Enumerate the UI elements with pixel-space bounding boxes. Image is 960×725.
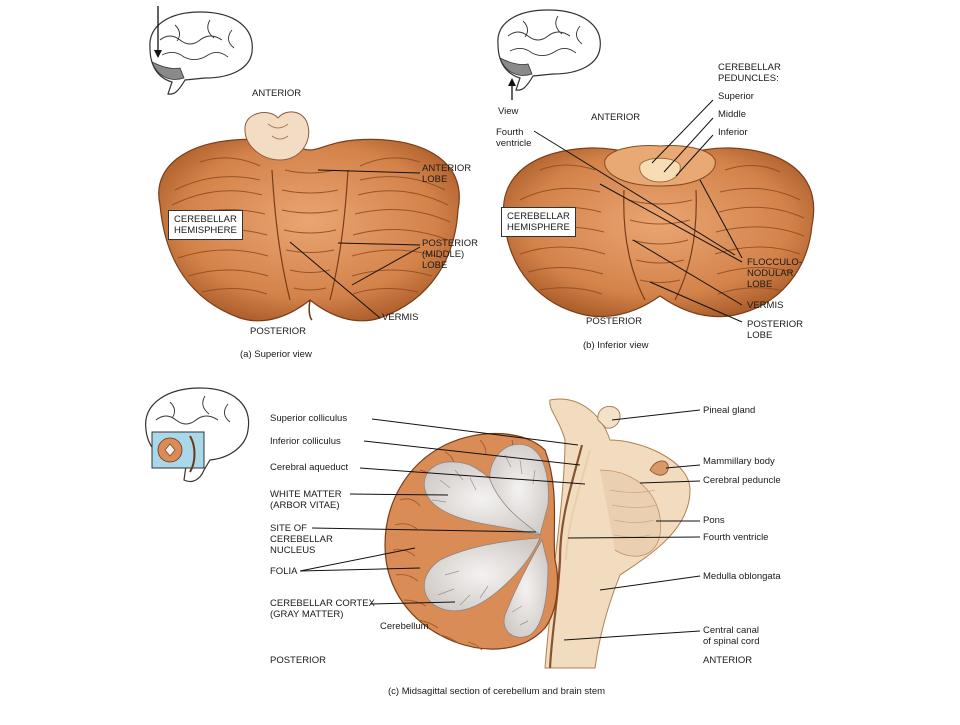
- central-canal-label: Central canal of spinal cord: [703, 625, 760, 647]
- inferior-colliculus-label: Inferior colliculus: [270, 436, 341, 447]
- posterior-middle-lobe-label: POSTERIOR (MIDDLE) LOBE: [422, 238, 478, 271]
- anterior-label-a: ANTERIOR: [252, 88, 302, 99]
- anterior-label-b: ANTERIOR: [591, 112, 641, 123]
- cerebellar-cortex-label: CEREBELLAR CORTEX (GRAY MATTER): [270, 598, 375, 620]
- white-matter-label: WHITE MATTER (ARBOR VITAE): [270, 489, 342, 511]
- anterior-label-c: ANTERIOR: [703, 655, 753, 666]
- cerebral-aqueduct-label: Cerebral aqueduct: [270, 462, 349, 473]
- posterior-label-c: POSTERIOR: [270, 655, 326, 666]
- posterior-label-a: POSTERIOR: [250, 326, 306, 337]
- pineal-gland-label: Pineal gland: [703, 405, 756, 416]
- peduncles-title: CEREBELLAR PEDUNCLES:: [718, 62, 781, 84]
- cerebellar-hemisphere-box-b: CEREBELLAR HEMISPHERE: [501, 207, 576, 237]
- brain-icon-superior: [149, 6, 253, 95]
- cerebellar-hemisphere-box-a: CEREBELLAR HEMISPHERE: [168, 210, 243, 240]
- inferior-peduncle-label: Inferior: [718, 127, 748, 138]
- brain-icon-inferior: [497, 9, 601, 100]
- posterior-lobe-label-b: POSTERIOR LOBE: [747, 319, 803, 341]
- mammillary-body-label: Mammillary body: [703, 456, 775, 467]
- brain-icon-midsagittal: [145, 387, 250, 483]
- vermis-label-b: VERMIS: [747, 300, 784, 311]
- anterior-lobe-label: ANTERIOR LOBE: [422, 163, 472, 185]
- cerebellum-label: Cerebellum: [380, 621, 429, 632]
- flocculonodular-lobe-label: FLOCCULO- NODULAR LOBE: [747, 257, 802, 290]
- midsagittal-illustration: [384, 398, 691, 669]
- leader-lines-b: [533, 99, 743, 323]
- medulla-oblongata-label: Medulla oblongata: [703, 571, 781, 582]
- leader-lines-c: [299, 409, 701, 641]
- posterior-label-b: POSTERIOR: [586, 316, 642, 327]
- vermis-label-a: VERMIS: [382, 312, 419, 323]
- leader-lines-a: [289, 169, 421, 319]
- caption-a: (a) Superior view: [240, 349, 312, 360]
- middle-peduncle-label: Middle: [718, 109, 746, 120]
- pons-label: Pons: [703, 515, 725, 526]
- cerebellum-inferior-illustration: [502, 145, 815, 318]
- superior-peduncle-label: Superior: [718, 91, 754, 102]
- cerebellar-nucleus-site-label: SITE OF CEREBELLAR NUCLEUS: [270, 523, 333, 556]
- cerebral-peduncle-label: Cerebral peduncle: [703, 475, 781, 486]
- cerebellum-superior-illustration: [158, 111, 460, 322]
- caption-c: (c) Midsagittal section of cerebellum an…: [388, 686, 606, 697]
- view-label: View: [498, 106, 519, 117]
- folia-label: FOLIA: [270, 566, 298, 577]
- caption-b: (b) Inferior view: [583, 340, 649, 351]
- fourth-ventricle-label-c: Fourth ventricle: [703, 532, 769, 543]
- fourth-ventricle-label-b: Fourth ventricle: [496, 127, 532, 149]
- superior-colliculus-label: Superior colliculus: [270, 413, 348, 424]
